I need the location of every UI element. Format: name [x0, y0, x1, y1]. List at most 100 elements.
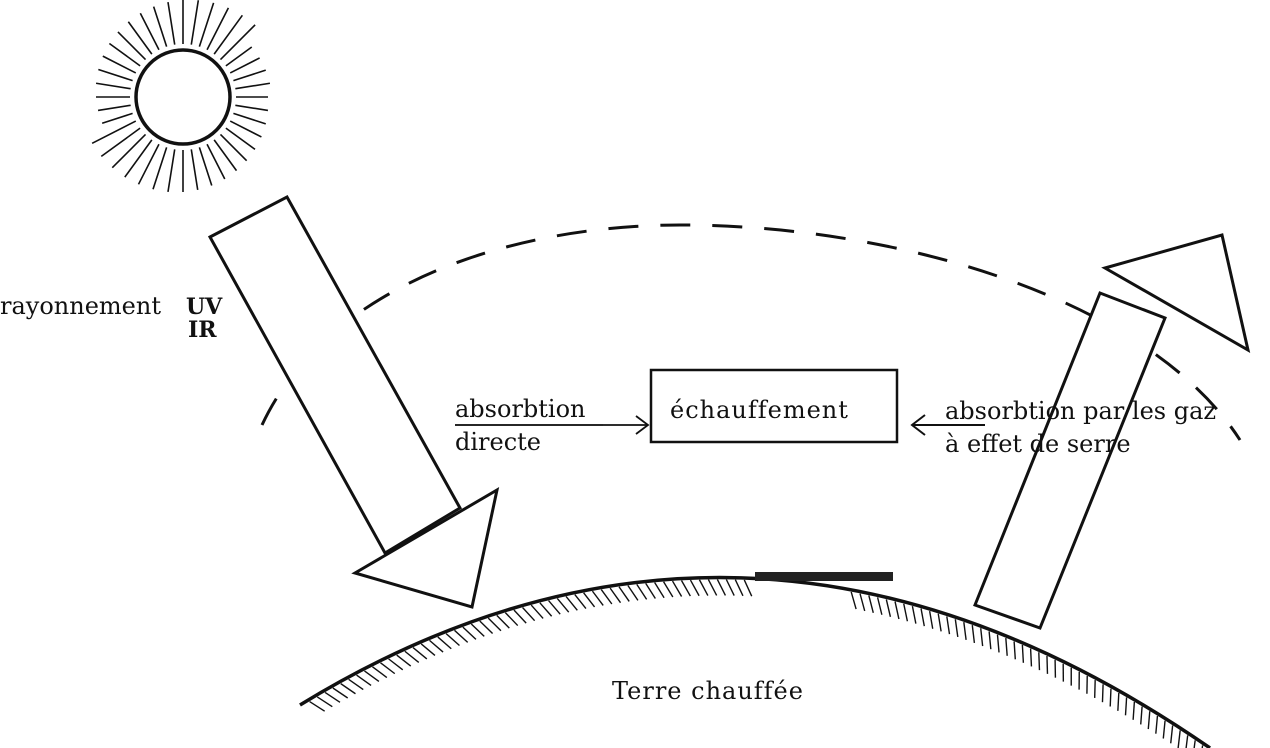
- ground-hatch: [530, 604, 544, 619]
- ground-hatch: [743, 579, 753, 597]
- ground-hatch: [437, 636, 452, 650]
- ground-hatch: [496, 614, 510, 629]
- sun-ray: [206, 7, 230, 51]
- sun-ray: [101, 112, 133, 125]
- radiation-label: rayonnement: [0, 292, 161, 320]
- ground-hatch: [1170, 725, 1174, 744]
- ground-hatch: [707, 579, 718, 596]
- ground-hatch: [429, 639, 444, 653]
- ground-hatch: [876, 597, 883, 615]
- ground-hatch: [645, 583, 656, 599]
- ground-hatch: [513, 609, 527, 624]
- ground-hatch: [309, 700, 326, 712]
- ground-hatch: [332, 687, 349, 699]
- ground-hatch: [1185, 735, 1189, 748]
- ground-hatch: [462, 626, 477, 640]
- ground-hatch: [1117, 692, 1120, 711]
- sun-ray: [100, 127, 141, 158]
- ground-hatch: [340, 683, 356, 695]
- direct-absorption-label-line1: absorbtion: [455, 395, 586, 423]
- outgoing-infrared-arrow: [973, 233, 1251, 630]
- sun-ray: [235, 104, 269, 112]
- ground-hatch: [636, 584, 648, 600]
- ground-hatch: [716, 579, 727, 596]
- direct-absorption-label-line2: directe: [455, 428, 542, 456]
- ground-hatch: [1021, 644, 1025, 663]
- sun-ray: [139, 12, 160, 51]
- ground-hatch: [583, 592, 596, 608]
- ground-hatch: [591, 590, 604, 606]
- ground-hatch: [539, 602, 553, 617]
- ground-hatch: [522, 607, 536, 622]
- surface-bar: [755, 572, 893, 581]
- ground-hatch: [1038, 652, 1041, 671]
- ground-hatch: [680, 580, 691, 597]
- sun-ray: [213, 14, 244, 55]
- direct-absorption-arrow: [455, 415, 650, 435]
- sun-ray: [206, 143, 226, 180]
- earth-label: Terre chauffée: [612, 677, 804, 705]
- ground-hatch: [1140, 706, 1143, 725]
- sun-ray: [117, 31, 147, 61]
- gas-absorption-label-line2: à effet de serre: [945, 430, 1131, 458]
- ground-hatch: [1124, 697, 1128, 716]
- ground-hatch: [1155, 715, 1159, 734]
- sun-ray: [219, 24, 256, 61]
- sun-ray: [152, 147, 168, 190]
- gas-absorption-arrow: [910, 414, 985, 436]
- incoming-radiation-arrow: [207, 194, 500, 609]
- ground-hatch: [388, 658, 404, 671]
- ground-hatch: [316, 696, 333, 708]
- sun-ray: [233, 69, 266, 82]
- ground-hatch: [850, 591, 857, 610]
- ground-hatch: [565, 596, 578, 611]
- ground-hatch: [963, 622, 967, 640]
- ground-hatch: [470, 623, 485, 637]
- sun-ray: [95, 82, 131, 90]
- ground-hatch: [971, 625, 976, 643]
- ground-hatch: [859, 593, 866, 612]
- ground-hatch: [548, 600, 561, 615]
- sun-ray: [167, 149, 176, 192]
- ground-hatch: [988, 631, 992, 650]
- ground-hatch: [404, 650, 420, 664]
- sun-ray: [124, 139, 153, 178]
- sun-ray: [111, 133, 147, 169]
- ground-hatch: [324, 691, 341, 703]
- ground-hatch: [348, 678, 364, 691]
- ground-hatch: [698, 579, 709, 596]
- ground-hatch: [937, 613, 942, 632]
- sun-ray: [127, 21, 153, 55]
- sun-ray: [213, 139, 238, 172]
- sun-ray: [235, 82, 271, 90]
- ground-hatch: [1101, 684, 1104, 703]
- ground-hatch: [420, 643, 436, 656]
- ground-hatch: [556, 598, 570, 613]
- ground-hatch: [954, 619, 959, 638]
- sun-ray: [102, 55, 137, 74]
- ground-hatch: [894, 601, 900, 620]
- ground-hatch: [1193, 740, 1196, 748]
- sun-ray: [190, 0, 200, 45]
- ground-hatch: [1177, 730, 1181, 748]
- ground-hatch: [574, 594, 587, 610]
- ground-hatch: [1013, 641, 1016, 660]
- ground-hatch: [920, 608, 925, 627]
- sun-ray: [98, 68, 133, 82]
- ground-hatch: [928, 610, 934, 629]
- sun-ray: [219, 133, 248, 162]
- ground-hatch: [396, 654, 412, 667]
- ground-hatch: [1029, 648, 1033, 667]
- ir-label: IR: [188, 317, 217, 343]
- ground-hatch: [734, 579, 744, 597]
- ground-hatch: [364, 670, 380, 683]
- sun-ray: [91, 120, 137, 145]
- sun-ray: [229, 120, 262, 138]
- sun-ray: [190, 149, 199, 190]
- ground-hatch: [618, 586, 630, 602]
- ground-hatch: [980, 628, 984, 647]
- sun-ray: [108, 42, 141, 67]
- sun-ray: [97, 104, 131, 112]
